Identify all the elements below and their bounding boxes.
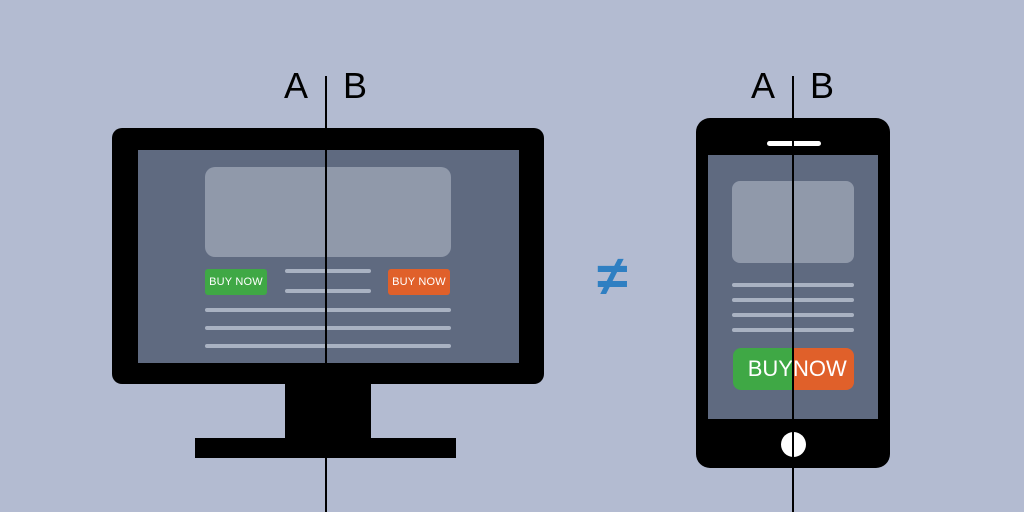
desktop-hero-image-placeholder (205, 167, 451, 257)
desktop-text-line (205, 308, 451, 312)
desktop-text-line (205, 344, 451, 348)
desktop-monitor-neck (285, 384, 371, 440)
mobile-label-a: A (751, 65, 776, 106)
mobile-speaker-icon (767, 141, 821, 146)
not-equal-icon: ≠ (597, 244, 628, 307)
mobile-split-divider (792, 76, 794, 512)
desktop-buy-now-button-variant-b[interactable]: BUY NOW (388, 269, 450, 295)
mobile-label-b: B (810, 65, 835, 106)
desktop-buy-now-button-variant-a[interactable]: BUY NOW (205, 269, 267, 295)
mobile-buy-button-variant-a: BUY (733, 348, 793, 390)
desktop-split-divider (325, 76, 327, 512)
desktop-text-line (285, 289, 371, 293)
desktop-text-line (285, 269, 371, 273)
desktop-text-line (205, 326, 451, 330)
desktop-label-b: B (343, 65, 368, 106)
mobile-buy-button-variant-b: NOW (793, 348, 854, 390)
mobile-buy-now-button[interactable]: BUY NOW (733, 348, 854, 390)
desktop-label-a: A (284, 65, 309, 106)
